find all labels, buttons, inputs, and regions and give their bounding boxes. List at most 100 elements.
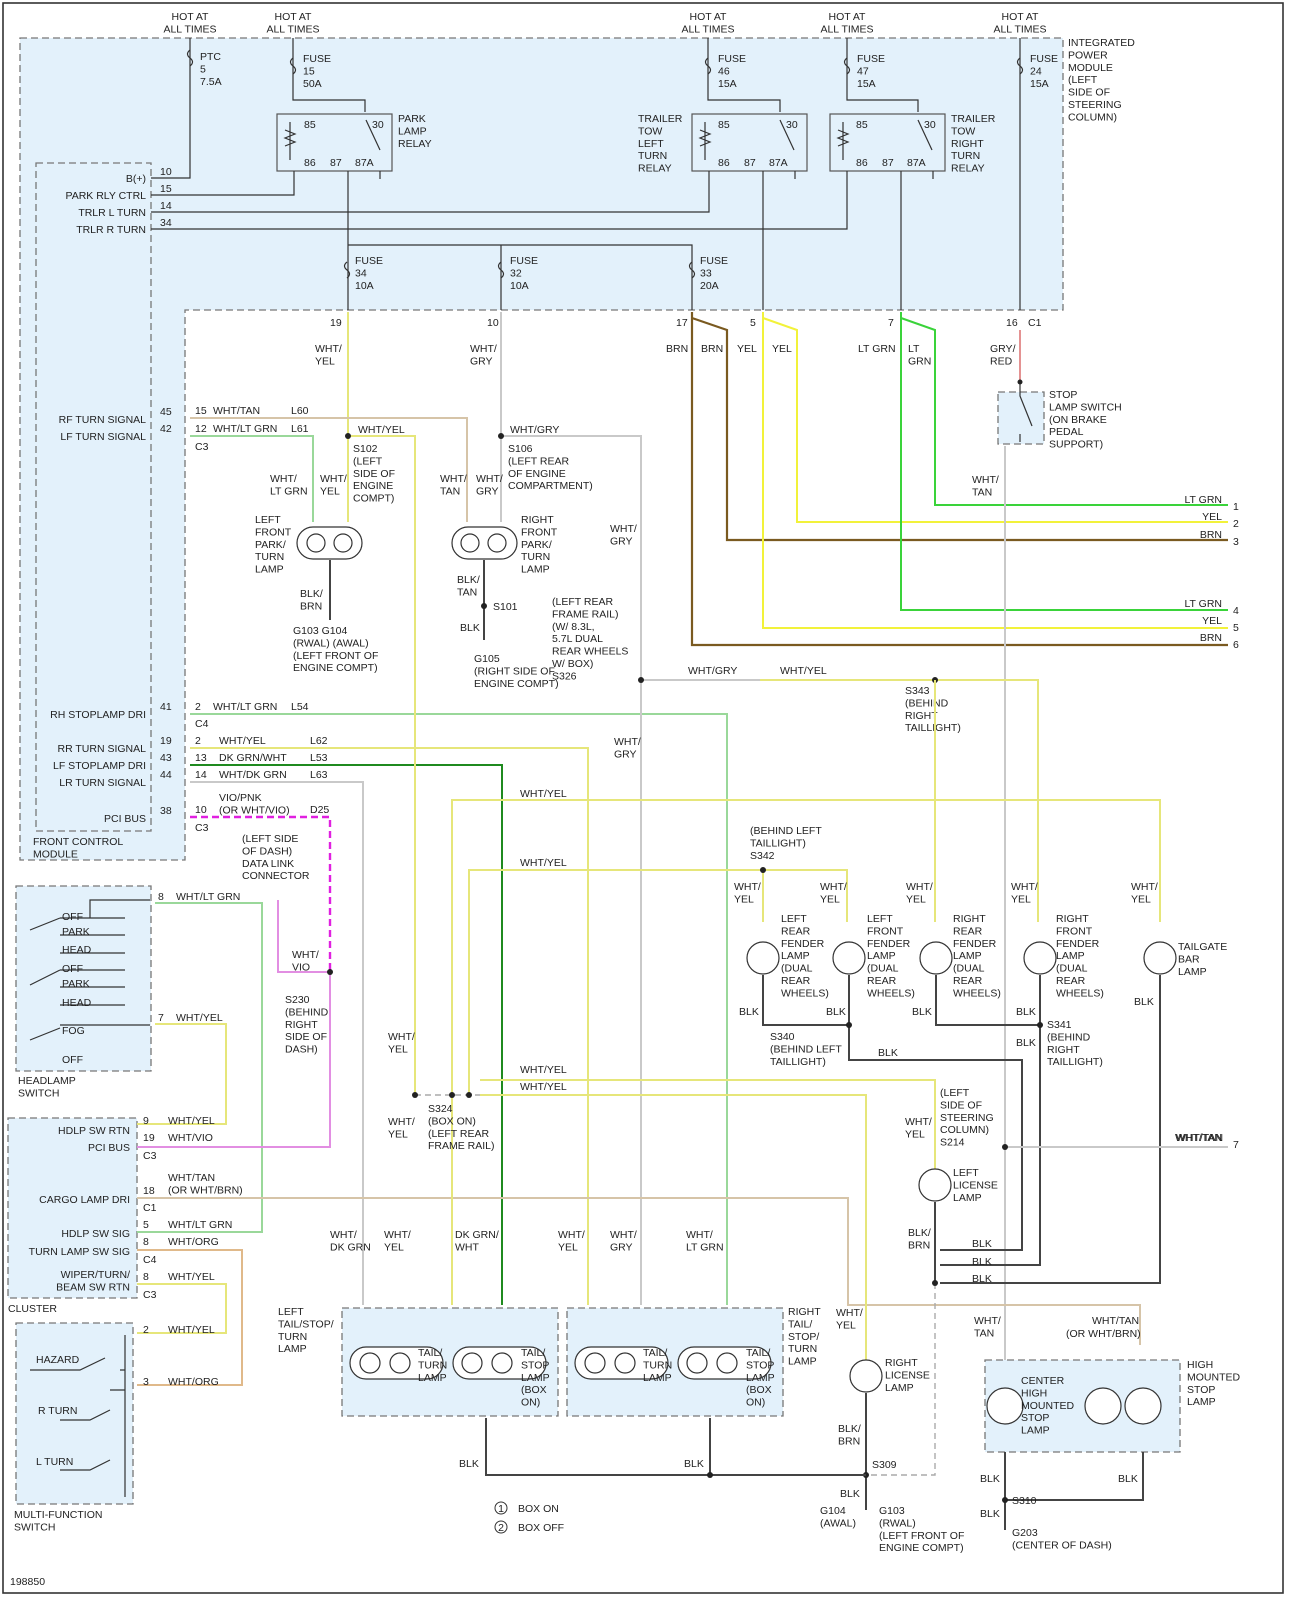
diagram-label: WHT/DK GRN	[219, 769, 287, 781]
diagram-label: 44	[160, 769, 172, 781]
stop-lamp-switch[interactable]	[997, 379, 1045, 445]
diagram-label: 87	[330, 157, 342, 169]
wire-label: BLK	[459, 1458, 479, 1470]
diagram-label: L60	[291, 405, 309, 417]
legend: 1 BOX ON 2 BOX OFF	[494, 1501, 564, 1534]
diagram-label: 30	[372, 119, 384, 131]
s324-wires	[451, 1079, 936, 1360]
diagram-label: C1	[143, 1202, 157, 1214]
wire-label: WHT/YEL	[558, 1229, 585, 1253]
diagram-id: 198850	[10, 1576, 45, 1588]
wire-label: WHT/GRY	[614, 736, 641, 760]
headlamp-switch-contacts	[29, 899, 150, 1041]
diagram-label: TURN LAMP SW SIG	[29, 1246, 130, 1258]
diagram-label: WHT/ORG	[168, 1236, 219, 1248]
wire-label: WHT/ORG	[168, 1376, 219, 1388]
wire-label: DK GRN/WHT	[455, 1229, 499, 1253]
diagram-label: HAZARD	[36, 1354, 80, 1366]
s343-wire	[760, 679, 1039, 922]
diagram-label: 30	[924, 119, 936, 131]
wire-label: BLK	[912, 1006, 932, 1018]
wire-label: BLK	[460, 622, 480, 634]
diagram-label: 87A	[769, 157, 788, 169]
wire-label: YEL	[737, 343, 757, 355]
ground-g104b: G104(AWAL)	[820, 1505, 856, 1529]
diagram-label: 87	[882, 157, 894, 169]
wire-label: (OR WHT/BRN)	[1066, 1328, 1141, 1340]
diagram-label: 45	[160, 406, 172, 418]
diagram-label: 10	[195, 804, 207, 816]
wire-label: WHT/YEL	[520, 1064, 567, 1076]
diagram-label: VIO/PNK(OR WHT/VIO)	[219, 792, 290, 816]
hdlp-sw-sig-wire	[137, 902, 263, 1233]
hdlp-rtn-wire	[137, 1023, 227, 1125]
wire-label: BLK	[684, 1458, 704, 1470]
diagram-label: 38	[160, 805, 172, 817]
diagram-label: BOX OFF	[518, 1522, 564, 1534]
diagram-label: WHT/LT GRN	[213, 423, 277, 435]
wire-label: BLK	[980, 1473, 1000, 1485]
diagram-label: HEAD	[62, 997, 92, 1009]
diagram-label: 10	[487, 317, 499, 329]
diagram-label: 1	[498, 1503, 504, 1515]
diagram-label: L53	[310, 752, 328, 764]
fender-grounds	[762, 975, 1161, 1284]
wire-label: BLK/BRN	[300, 588, 323, 612]
diagram-label: 8	[143, 1236, 149, 1248]
diagram-label: 2	[1233, 518, 1239, 530]
wire-label: WHT/YEL	[520, 857, 567, 869]
headlamp-switch[interactable]	[15, 885, 152, 1072]
wire-label: WHT/YEL	[384, 1229, 411, 1253]
diagram-label: WHT/YEL	[168, 1271, 215, 1283]
diagram-label: L TURN	[36, 1456, 73, 1468]
diagram-label: 43	[160, 752, 172, 764]
left-front-park-lamp	[296, 526, 363, 560]
splice-s309: S309	[872, 1459, 897, 1471]
high-mounted-stop-lamp	[984, 1359, 1181, 1453]
pin-number: 2	[143, 1324, 149, 1336]
wire-label: LT GRN	[858, 343, 896, 355]
diagram-label: 34	[160, 217, 172, 229]
diagram-label: L63	[310, 769, 328, 781]
wire-label: BLK	[739, 1006, 759, 1018]
diagram-label: L62	[310, 735, 328, 747]
wire-label: YEL	[772, 343, 792, 355]
diagram-label: 18	[143, 1185, 155, 1197]
fuse-bus	[347, 244, 693, 310]
diagram-label: C3	[195, 441, 209, 453]
diagram-label: LT GRN	[1184, 598, 1222, 610]
rear-feed-2	[468, 869, 848, 1095]
diagram-label: BRN	[1200, 529, 1222, 541]
wire-label: WHT/YEL	[1011, 881, 1038, 905]
diagram-label: HDLP SW SIG	[61, 1228, 130, 1240]
diagram-label: 87A	[355, 157, 374, 169]
multi-function-switch[interactable]	[15, 1322, 134, 1505]
